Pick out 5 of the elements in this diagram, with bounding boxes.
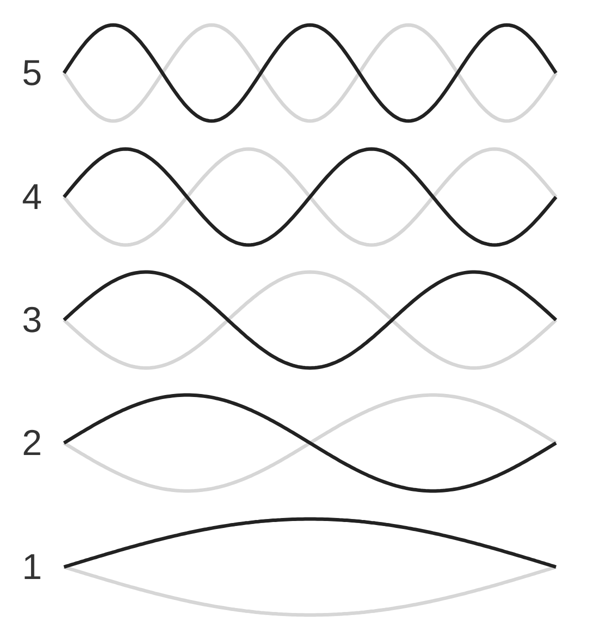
harmonic-number: 1 xyxy=(20,547,44,587)
harmonic-number: 4 xyxy=(20,177,44,217)
harmonic-number: 2 xyxy=(20,423,44,463)
harmonic-number: 3 xyxy=(20,300,44,340)
harmonic-number: 5 xyxy=(20,53,44,93)
